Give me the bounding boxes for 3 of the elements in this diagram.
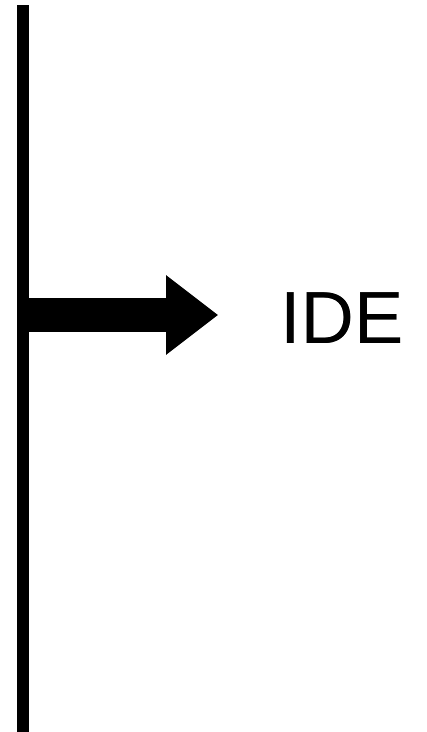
vertical-bar bbox=[17, 5, 29, 732]
arrow bbox=[29, 275, 218, 355]
node-label: IDE bbox=[280, 281, 404, 355]
